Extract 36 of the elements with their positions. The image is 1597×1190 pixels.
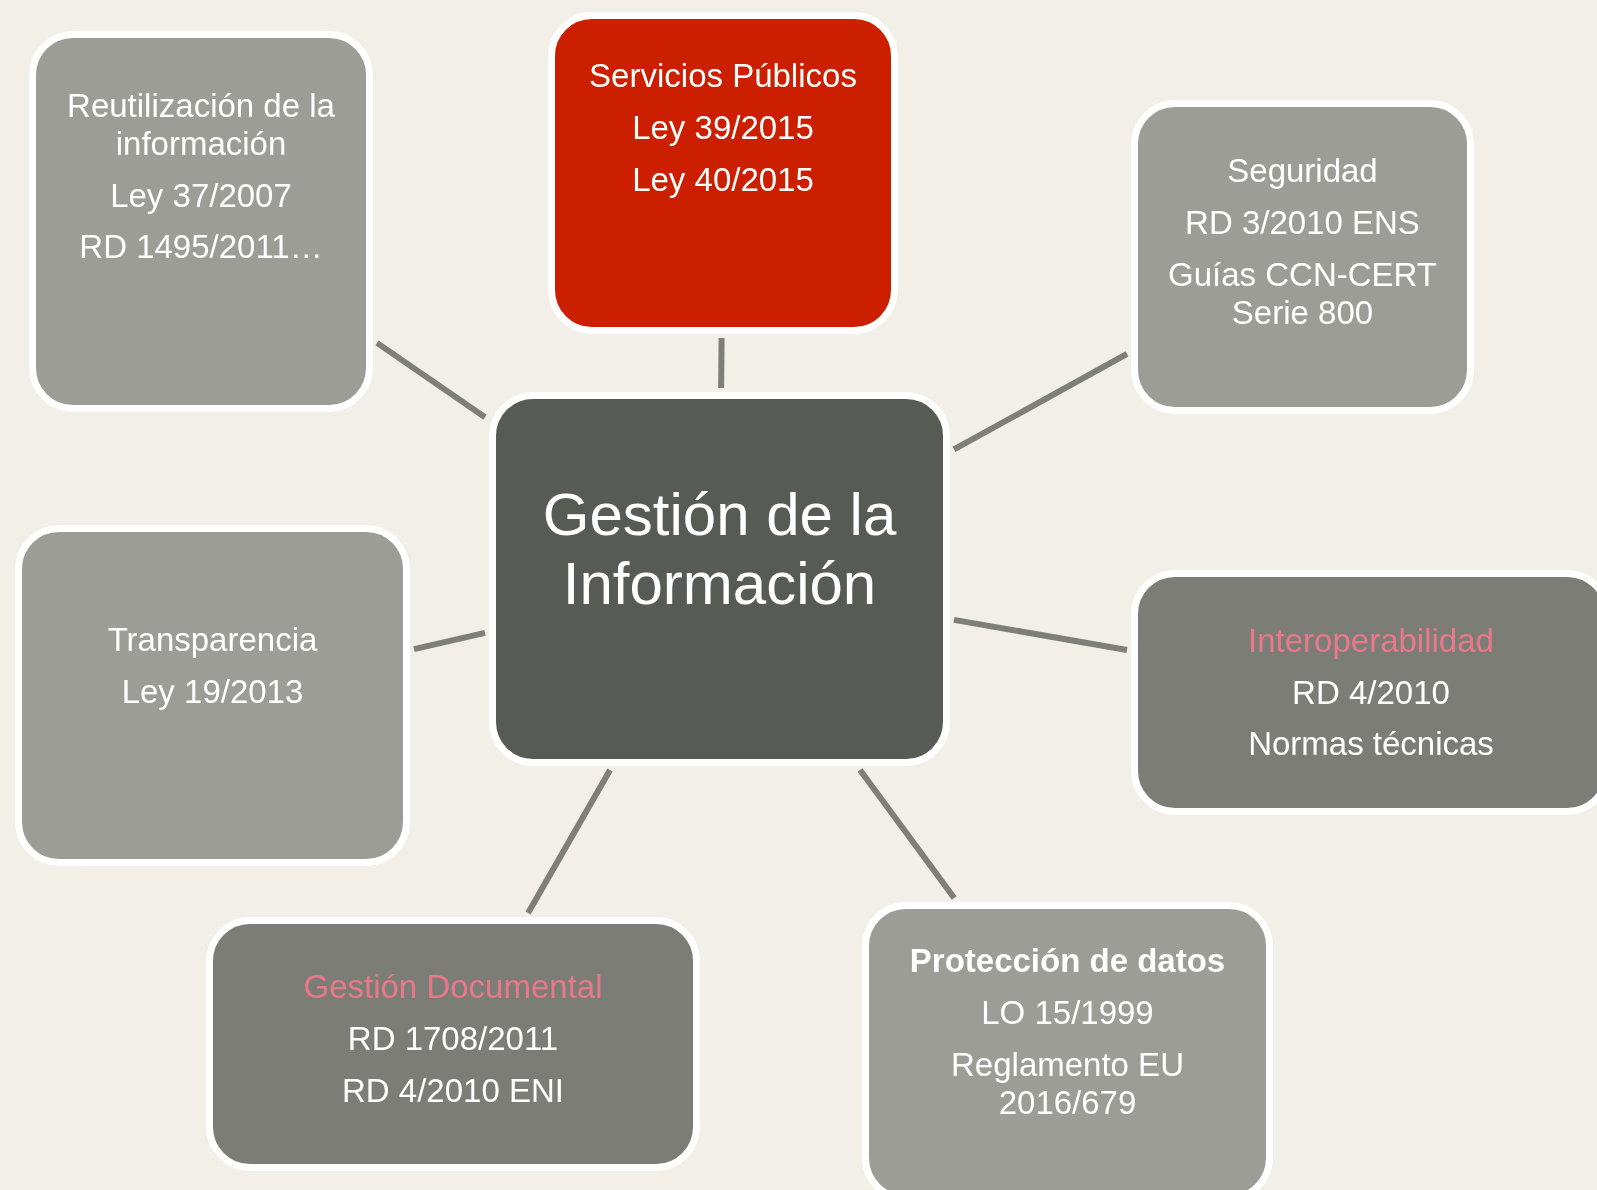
box-text: Ley 40/2015	[632, 160, 814, 199]
topic-box	[1131, 100, 1474, 414]
connector-line	[375, 340, 487, 420]
box-text: RD 4/2010	[1292, 673, 1450, 712]
box-text: RD 1495/2011…	[79, 228, 323, 267]
topic-box	[548, 12, 898, 334]
topic-box	[862, 902, 1273, 1190]
connector-line	[413, 629, 486, 653]
box-heading: Reutilización de la información	[66, 86, 336, 163]
box-text: Normas técnicas	[1248, 725, 1494, 764]
box-heading: Interoperabilidad	[1248, 621, 1494, 660]
box-text: LO 15/1999	[981, 994, 1154, 1032]
box-text: Gestión de la Información	[541, 480, 898, 618]
box-heading: Protección de datos	[909, 942, 1226, 981]
box-text: Reglamento EU 2016/679	[950, 1046, 1185, 1122]
connector-line	[525, 768, 613, 915]
topic-box	[29, 31, 373, 412]
connector-line	[953, 616, 1128, 653]
box-text: RD 1708/2011	[347, 1020, 559, 1058]
box-heading: Servicios Públicos	[589, 57, 857, 96]
box-text: Ley 39/2015	[632, 109, 814, 147]
box-text: RD 3/2010 ENS	[1185, 204, 1420, 242]
box-text: Guías CCN-CERT Serie 800	[1167, 256, 1438, 332]
box-text: Ley 37/2007	[110, 176, 292, 215]
central-box	[489, 392, 950, 766]
box-heading: Transparencia	[107, 620, 318, 659]
topic-box	[1131, 570, 1597, 815]
box-text: RD 4/2010 ENI	[342, 1071, 564, 1110]
connector-line	[857, 768, 957, 900]
topic-box	[15, 525, 410, 866]
topic-box	[206, 917, 700, 1171]
connector-line	[952, 351, 1129, 453]
connector-line	[718, 337, 725, 389]
box-heading: Seguridad	[1227, 152, 1378, 191]
box-heading: Gestión Documental	[303, 968, 603, 1007]
box-text: Ley 19/2013	[121, 672, 304, 711]
